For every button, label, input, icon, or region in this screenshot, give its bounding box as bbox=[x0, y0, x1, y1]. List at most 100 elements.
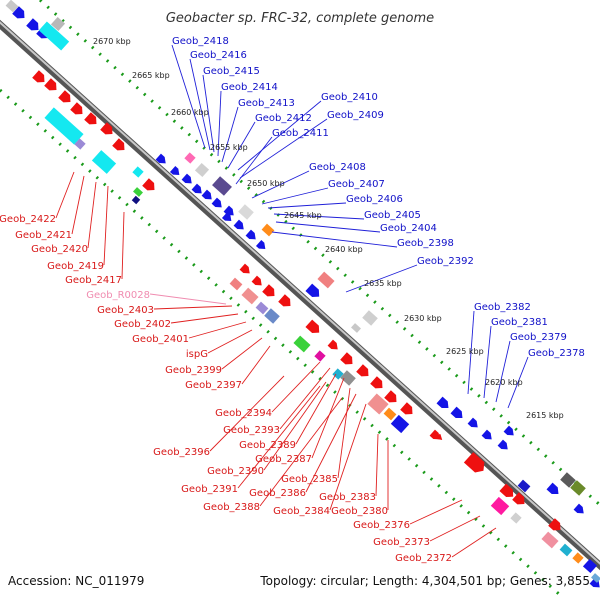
reverse-gene-block[interactable] bbox=[241, 287, 259, 305]
reverse-gene-label[interactable]: Geob_2420 bbox=[31, 244, 88, 255]
forward-gene-block[interactable] bbox=[5, 0, 19, 13]
forward-gene-arrow[interactable] bbox=[573, 503, 587, 517]
reverse-gene-arrow[interactable] bbox=[384, 390, 400, 405]
reverse-gene-block[interactable] bbox=[541, 531, 559, 549]
reverse-gene-block[interactable] bbox=[510, 512, 522, 524]
reverse-gene-block[interactable] bbox=[559, 543, 573, 557]
forward-gene-block[interactable] bbox=[317, 271, 335, 289]
forward-gene-arrow[interactable] bbox=[211, 197, 225, 211]
reverse-gene-block[interactable] bbox=[367, 393, 389, 415]
reverse-gene-block[interactable] bbox=[133, 187, 143, 197]
forward-gene-arrow[interactable] bbox=[436, 396, 452, 412]
reverse-gene-arrow[interactable] bbox=[512, 492, 528, 507]
reverse-gene-arrow[interactable] bbox=[356, 364, 372, 379]
reverse-gene-label[interactable]: Geob_2385 bbox=[281, 474, 338, 485]
reverse-gene-block[interactable] bbox=[255, 301, 269, 315]
reverse-gene-block[interactable] bbox=[383, 407, 397, 421]
forward-gene-arrow[interactable] bbox=[221, 212, 234, 224]
reverse-gene-label[interactable]: Geob_2419 bbox=[47, 261, 104, 272]
reverse-gene-label[interactable]: ispG bbox=[186, 349, 208, 360]
forward-gene-block[interactable] bbox=[362, 310, 378, 326]
reverse-gene-arrow[interactable] bbox=[548, 518, 564, 533]
reverse-gene-block[interactable] bbox=[131, 195, 141, 205]
reverse-gene-label[interactable]: Geob_2383 bbox=[319, 492, 376, 503]
reverse-gene-label[interactable]: Geob_2390 bbox=[207, 466, 264, 477]
forward-gene-arrow[interactable] bbox=[233, 219, 247, 233]
reverse-gene-block[interactable] bbox=[229, 277, 243, 291]
reverse-gene-label[interactable]: Geob_2421 bbox=[15, 230, 72, 241]
forward-gene-block[interactable] bbox=[212, 176, 232, 196]
reverse-gene-block[interactable] bbox=[572, 552, 584, 564]
forward-gene-arrow[interactable] bbox=[191, 183, 205, 197]
forward-gene-arrow[interactable] bbox=[305, 283, 322, 301]
forward-gene-arrow[interactable] bbox=[169, 166, 182, 178]
reverse-gene-label[interactable]: Geob_2372 bbox=[395, 553, 452, 564]
forward-gene-label[interactable]: Geob_2416 bbox=[190, 50, 247, 61]
reverse-gene-block[interactable] bbox=[591, 573, 600, 583]
reverse-gene-label[interactable]: Geob_2384 bbox=[273, 506, 330, 517]
reverse-gene-block[interactable] bbox=[264, 308, 280, 324]
forward-gene-label[interactable]: Geob_2409 bbox=[327, 110, 384, 121]
reverse-gene-label[interactable]: Geob_2388 bbox=[203, 502, 260, 513]
reverse-gene-label[interactable]: Geob_2401 bbox=[132, 334, 189, 345]
forward-gene-label[interactable]: Geob_2398 bbox=[397, 238, 454, 249]
reverse-gene-label[interactable]: Geob_2397 bbox=[185, 380, 242, 391]
reverse-gene-arrow[interactable] bbox=[112, 138, 128, 153]
reverse-gene-arrow[interactable] bbox=[400, 402, 416, 417]
reverse-gene-label[interactable]: Geob_R0028 bbox=[86, 290, 150, 301]
forward-gene-block[interactable] bbox=[351, 323, 361, 333]
forward-gene-label[interactable]: Geob_2415 bbox=[203, 66, 260, 77]
forward-gene-label[interactable]: Geob_2413 bbox=[238, 98, 295, 109]
reverse-gene-arrow[interactable] bbox=[58, 90, 74, 105]
forward-gene-block[interactable] bbox=[38, 21, 70, 51]
reverse-gene-label[interactable]: Geob_2373 bbox=[373, 537, 430, 548]
reverse-gene-block[interactable] bbox=[293, 335, 311, 353]
forward-gene-label[interactable]: Geob_2379 bbox=[510, 332, 567, 343]
reverse-gene-label[interactable]: Geob_2422 bbox=[0, 214, 56, 225]
reverse-gene-block[interactable] bbox=[74, 138, 86, 150]
reverse-gene-block[interactable] bbox=[132, 166, 144, 178]
reverse-gene-label[interactable]: Geob_2399 bbox=[165, 365, 222, 376]
reverse-gene-arrow[interactable] bbox=[340, 352, 356, 367]
reverse-gene-arrow[interactable] bbox=[239, 263, 253, 277]
forward-gene-arrow[interactable] bbox=[481, 429, 495, 443]
forward-gene-block[interactable] bbox=[194, 162, 210, 178]
forward-gene-label[interactable]: Geob_2381 bbox=[491, 317, 548, 328]
reverse-gene-block[interactable] bbox=[390, 414, 410, 434]
reverse-gene-arrow[interactable] bbox=[463, 452, 488, 476]
reverse-gene-label[interactable]: Geob_2380 bbox=[331, 506, 388, 517]
reverse-gene-block[interactable] bbox=[490, 496, 510, 516]
reverse-gene-arrow[interactable] bbox=[84, 112, 100, 127]
forward-gene-arrow[interactable] bbox=[450, 406, 466, 422]
forward-gene-label[interactable]: Geob_2418 bbox=[172, 36, 229, 47]
forward-gene-block[interactable] bbox=[50, 16, 66, 32]
forward-gene-label[interactable]: Geob_2392 bbox=[417, 256, 474, 267]
forward-gene-label[interactable]: Geob_2407 bbox=[328, 179, 385, 190]
reverse-gene-label[interactable]: Geob_2403 bbox=[97, 305, 154, 316]
forward-gene-arrow[interactable] bbox=[245, 229, 259, 243]
reverse-gene-arrow[interactable] bbox=[251, 275, 265, 289]
reverse-gene-arrow[interactable] bbox=[100, 122, 116, 137]
forward-gene-arrow[interactable] bbox=[255, 240, 268, 252]
reverse-gene-label[interactable]: Geob_2393 bbox=[223, 425, 280, 436]
forward-gene-arrow[interactable] bbox=[181, 173, 195, 187]
reverse-gene-arrow[interactable] bbox=[70, 102, 86, 117]
reverse-gene-label[interactable]: Geob_2402 bbox=[114, 319, 171, 330]
reverse-gene-block[interactable] bbox=[332, 368, 344, 380]
reverse-gene-arrow[interactable] bbox=[499, 483, 516, 501]
forward-gene-arrow[interactable] bbox=[201, 189, 215, 203]
reverse-gene-arrow[interactable] bbox=[278, 294, 294, 309]
forward-gene-arrow[interactable] bbox=[155, 153, 169, 167]
reverse-gene-block[interactable] bbox=[314, 350, 326, 362]
reverse-gene-label[interactable]: Geob_2391 bbox=[181, 484, 238, 495]
forward-gene-arrow[interactable] bbox=[467, 417, 481, 431]
forward-gene-arrow[interactable] bbox=[497, 439, 511, 453]
reverse-gene-block[interactable] bbox=[582, 558, 598, 574]
reverse-gene-block[interactable] bbox=[44, 107, 84, 145]
forward-gene-block[interactable] bbox=[517, 479, 531, 493]
forward-gene-label[interactable]: Geob_2404 bbox=[380, 223, 437, 234]
reverse-gene-arrow[interactable] bbox=[435, 433, 444, 442]
forward-gene-label[interactable]: Geob_2411 bbox=[272, 128, 329, 139]
forward-gene-arrow[interactable] bbox=[503, 425, 517, 439]
reverse-gene-label[interactable]: Geob_2417 bbox=[65, 275, 122, 286]
